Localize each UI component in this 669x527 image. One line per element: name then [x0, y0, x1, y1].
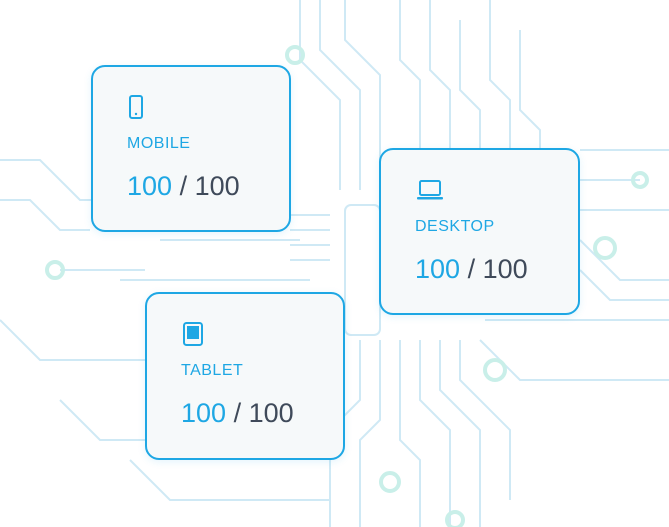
score-value: 100 [415, 254, 461, 284]
separator: / [233, 398, 242, 428]
score: 100 / 100 [127, 171, 240, 202]
mobile-card: MOBILE 100 / 100 [91, 65, 291, 232]
score-max: 100 [248, 398, 294, 428]
laptop-icon [417, 180, 443, 200]
card-label: MOBILE [127, 135, 191, 152]
card-label: TABLET [181, 362, 244, 379]
score-value: 100 [181, 398, 227, 428]
score-max: 100 [482, 254, 528, 284]
score-value: 100 [127, 171, 173, 201]
card-label: DESKTOP [415, 218, 495, 235]
smartphone-icon [129, 95, 143, 119]
desktop-card: DESKTOP 100 / 100 [379, 148, 580, 315]
tablet-icon [183, 322, 203, 346]
separator: / [179, 171, 188, 201]
score: 100 / 100 [181, 398, 294, 429]
score-max: 100 [194, 171, 240, 201]
score: 100 / 100 [415, 254, 528, 285]
separator: / [467, 254, 476, 284]
tablet-card: TABLET 100 / 100 [145, 292, 345, 460]
